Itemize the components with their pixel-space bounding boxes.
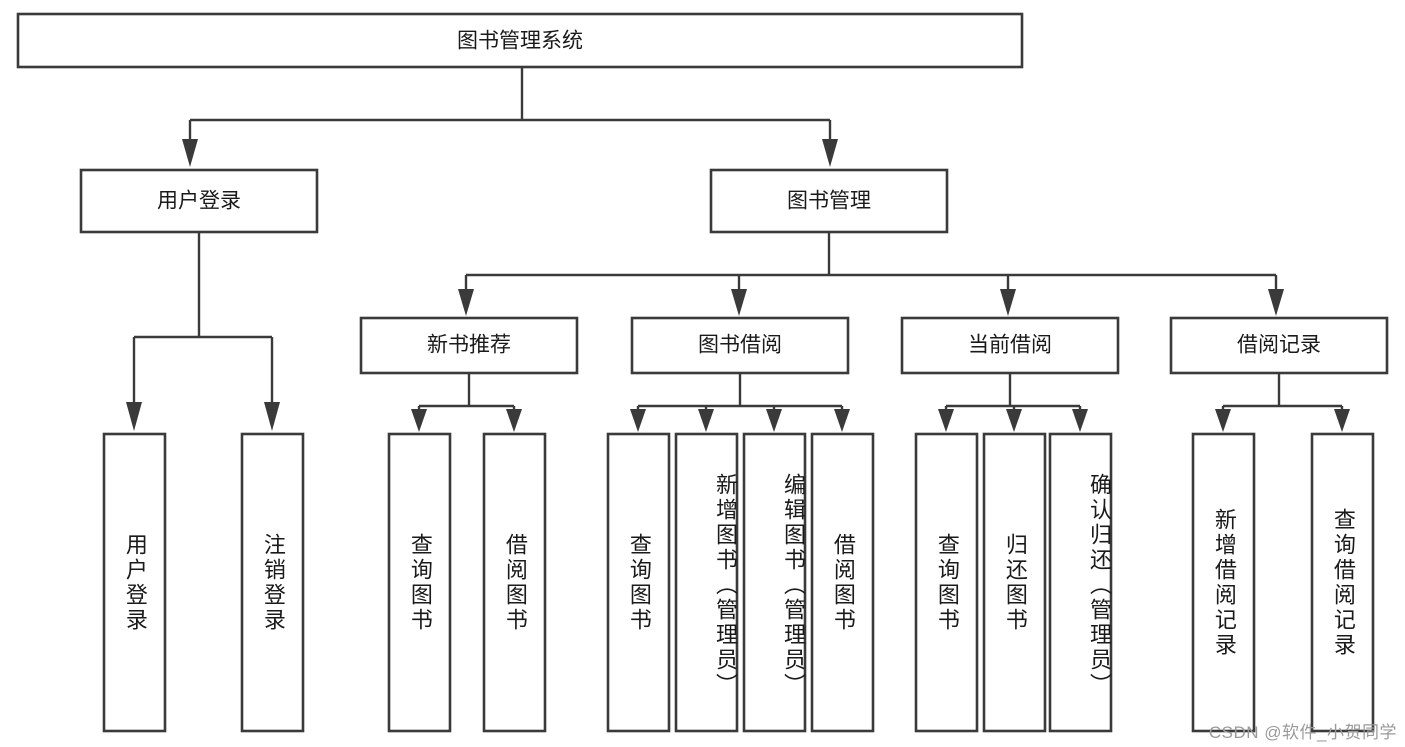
node-current-borrow-label: 当前借阅 <box>968 334 1052 357</box>
arrow-bookborrow-leaf-1 <box>630 409 646 432</box>
arrow-bookborrow-leaf-3 <box>766 409 782 432</box>
leaf-box-return-book[interactable] <box>982 432 1047 733</box>
node-borrow-record[interactable]: 借阅记录 <box>1169 316 1389 375</box>
leaf-box-query-borrow-record[interactable] <box>1310 432 1375 733</box>
arrow-to-userlogin <box>182 139 198 167</box>
node-new-book-recommend[interactable]: 新书推荐 <box>359 316 579 375</box>
node-book-borrow-box[interactable] <box>630 316 850 375</box>
arrow-to-bookmgmt <box>822 139 838 167</box>
node-root-box[interactable] <box>16 12 1024 69</box>
arrow-borrowrecord-leaf-1 <box>1215 409 1231 432</box>
arrow-to-bookborrow <box>731 289 747 316</box>
connector-group <box>126 67 1350 432</box>
node-borrow-record-box[interactable] <box>1169 316 1389 375</box>
arrow-currentborrow-leaf-1 <box>938 409 954 432</box>
arrow-bookborrow-leaf-2 <box>698 409 714 432</box>
node-borrow-record-label: 借阅记录 <box>1237 334 1321 357</box>
arrow-currentborrow-leaf-3 <box>1072 409 1088 432</box>
node-new-book-recommend-label: 新书推荐 <box>427 334 511 357</box>
arrow-userlogin-leaf-1 <box>126 402 142 431</box>
leaf-box-query-book-borrow[interactable] <box>606 432 671 733</box>
arrow-bookborrow-leaf-4 <box>834 409 850 432</box>
node-book-borrow-label: 图书借阅 <box>698 334 782 357</box>
arrow-newbook-leaf-2 <box>506 409 522 432</box>
leaf-box-query-book-current[interactable] <box>914 432 979 733</box>
node-current-borrow[interactable]: 当前借阅 <box>900 316 1120 375</box>
leaf-box-user-login[interactable] <box>102 432 167 733</box>
csdn-watermark: CSDN @软件_小贺同学 <box>1208 723 1397 742</box>
node-user-login-label: 用户登录 <box>157 190 241 213</box>
node-user-login-box[interactable] <box>79 168 319 234</box>
node-root-label: 图书管理系统 <box>457 30 583 53</box>
leaf-box-edit-book-admin[interactable] <box>742 432 807 733</box>
arrow-to-currentborrow <box>1000 289 1016 316</box>
arrow-userlogin-leaf-2 <box>264 402 280 431</box>
node-user-login[interactable]: 用户登录 <box>79 168 319 234</box>
leaf-box-group <box>102 432 1375 733</box>
leaf-box-borrow-book[interactable] <box>810 432 875 733</box>
arrow-to-borrowrecord <box>1268 289 1284 316</box>
leaf-box-confirm-return-admin[interactable] <box>1048 432 1113 733</box>
arrow-borrowrecord-leaf-2 <box>1334 409 1350 432</box>
leaf-box-logout[interactable] <box>240 432 305 733</box>
leaf-box-borrow-book-recommend[interactable] <box>482 432 547 733</box>
node-book-management-label: 图书管理 <box>787 190 871 213</box>
node-new-book-recommend-box[interactable] <box>359 316 579 375</box>
leaf-box-add-borrow-record[interactable] <box>1191 432 1256 733</box>
node-current-borrow-box[interactable] <box>900 316 1120 375</box>
arrow-to-newbook <box>458 289 474 316</box>
arrow-currentborrow-leaf-2 <box>1006 409 1022 432</box>
leaf-box-add-book-admin[interactable] <box>674 432 739 733</box>
node-root[interactable]: 图书管理系统 <box>16 12 1024 69</box>
node-book-management-box[interactable] <box>709 168 949 234</box>
node-book-borrow[interactable]: 图书借阅 <box>630 316 850 375</box>
leaf-box-query-book-recommend[interactable] <box>387 432 452 733</box>
node-book-management[interactable]: 图书管理 <box>709 168 949 234</box>
arrow-newbook-leaf-1 <box>411 409 427 432</box>
